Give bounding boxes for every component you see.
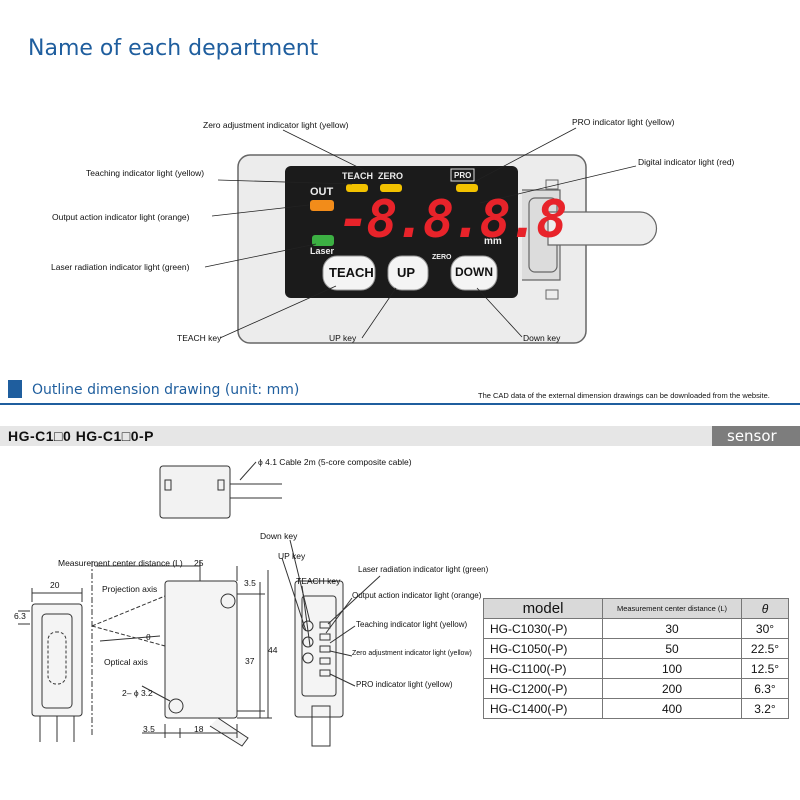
table-cell: 400 (602, 698, 742, 719)
table-cell: 30 (602, 618, 742, 639)
zero-led (380, 184, 402, 192)
out-led (310, 200, 334, 211)
model-heading: HG-C1□0 HG-C1□0-P (8, 428, 154, 444)
digital-display: -8.8.8.8 (338, 190, 567, 250)
table-cell: HG-C1100(-P) (483, 658, 603, 679)
section-marker (8, 380, 22, 398)
output-label: Output action indicator light (orange) (52, 212, 190, 222)
cad-note: The CAD data of the external dimension d… (478, 391, 770, 400)
meas-center-label: Measurement center distance (L) (58, 558, 183, 568)
up-key-label: UP key (329, 333, 357, 343)
table-cell: 12.5° (741, 658, 789, 679)
laser-label: Laser radiation indicator light (green) (51, 262, 190, 272)
dim-37: 37 (245, 656, 255, 666)
spec-table: model Measurement center distance (L) θ … (483, 598, 789, 719)
page-title: Name of each department (28, 36, 319, 61)
dimension-drawing (18, 461, 381, 747)
dim-25: 25 (194, 558, 204, 568)
digital-label: Digital indicator light (red) (638, 157, 735, 167)
pro-light-callout: PRO indicator light (yellow) (356, 680, 453, 689)
laser-tag: Laser (310, 246, 335, 256)
sensor-tag-box (712, 426, 800, 446)
teach-tag: TEACH (342, 171, 373, 181)
down-button-shape (450, 255, 498, 291)
table-cell: 6.3° (741, 678, 789, 699)
dim-20: 20 (50, 580, 60, 590)
header-theta: θ (741, 598, 789, 619)
panel-diagram (204, 127, 658, 344)
optical-axis-label: Optical axis (104, 657, 148, 667)
dim-3-5-bottom: 3.5 (143, 724, 155, 734)
laser-callout: Laser radiation indicator light (green) (358, 565, 489, 574)
down-key-label: Down key (523, 333, 561, 343)
table-cell: HG-C1050(-P) (483, 638, 603, 659)
table-cell: HG-C1030(-P) (483, 618, 603, 639)
section-divider (0, 403, 800, 405)
laser-led (312, 235, 334, 246)
teach-button-shape (322, 255, 376, 291)
teach-key-callout: TEACH key (296, 576, 341, 586)
unit-tag: mm (484, 236, 502, 247)
model-band (0, 426, 800, 446)
out-tag: OUT (310, 186, 334, 198)
cable-note: ϕ 4.1 Cable 2m (5-core composite cable) (258, 457, 412, 467)
teach-led (346, 184, 368, 192)
zero-tag: ZERO (378, 171, 404, 181)
table-cell: 200 (602, 678, 742, 699)
zero-small-tag: ZERO (432, 254, 452, 261)
pro-light-label: PRO indicator light (yellow) (572, 117, 675, 127)
up-key-callout: UP key (278, 551, 306, 561)
dim-18: 18 (194, 724, 204, 734)
table-cell: HG-C1200(-P) (483, 678, 603, 699)
table-cell: HG-C1400(-P) (483, 698, 603, 719)
zero-adj-callout: Zero adjustment indicator light (yellow) (352, 650, 472, 657)
table-cell: 30° (741, 618, 789, 639)
teach-key-label: TEACH key (177, 333, 222, 343)
teaching-label: Teaching indicator light (yellow) (86, 168, 205, 178)
table-cell: 100 (602, 658, 742, 679)
header-distance: Measurement center distance (L) (602, 598, 742, 619)
cable (547, 211, 658, 246)
outline-title: Outline dimension drawing (unit: mm) (32, 382, 300, 398)
up-button-shape (387, 255, 429, 291)
header-model: model (483, 598, 603, 619)
projection-axis-label: Projection axis (102, 584, 158, 594)
table-cell: 3.2° (741, 698, 789, 719)
dim-3-5-top: 3.5 (244, 578, 256, 588)
theta-label: θ (146, 632, 151, 642)
down-key-callout: Down key (260, 531, 298, 541)
holes-label: 2– ϕ 3.2 (122, 688, 153, 698)
teach-button[interactable]: TEACH (329, 265, 374, 280)
output-callout: Output action indicator light (orange) (352, 591, 482, 600)
pro-led (456, 184, 478, 192)
dim-6-3: 6.3 (14, 611, 26, 621)
sensor-tag: sensor (727, 427, 777, 445)
table-cell: 50 (602, 638, 742, 659)
table-cell: 22.5° (741, 638, 789, 659)
up-button[interactable]: UP (397, 265, 416, 280)
dim-44: 44 (268, 645, 278, 655)
pro-tag: PRO (454, 171, 472, 180)
zero-adj-label: Zero adjustment indicator light (yellow) (203, 120, 349, 130)
teaching-callout: Teaching indicator light (yellow) (356, 620, 468, 629)
down-button[interactable]: DOWN (455, 265, 493, 279)
